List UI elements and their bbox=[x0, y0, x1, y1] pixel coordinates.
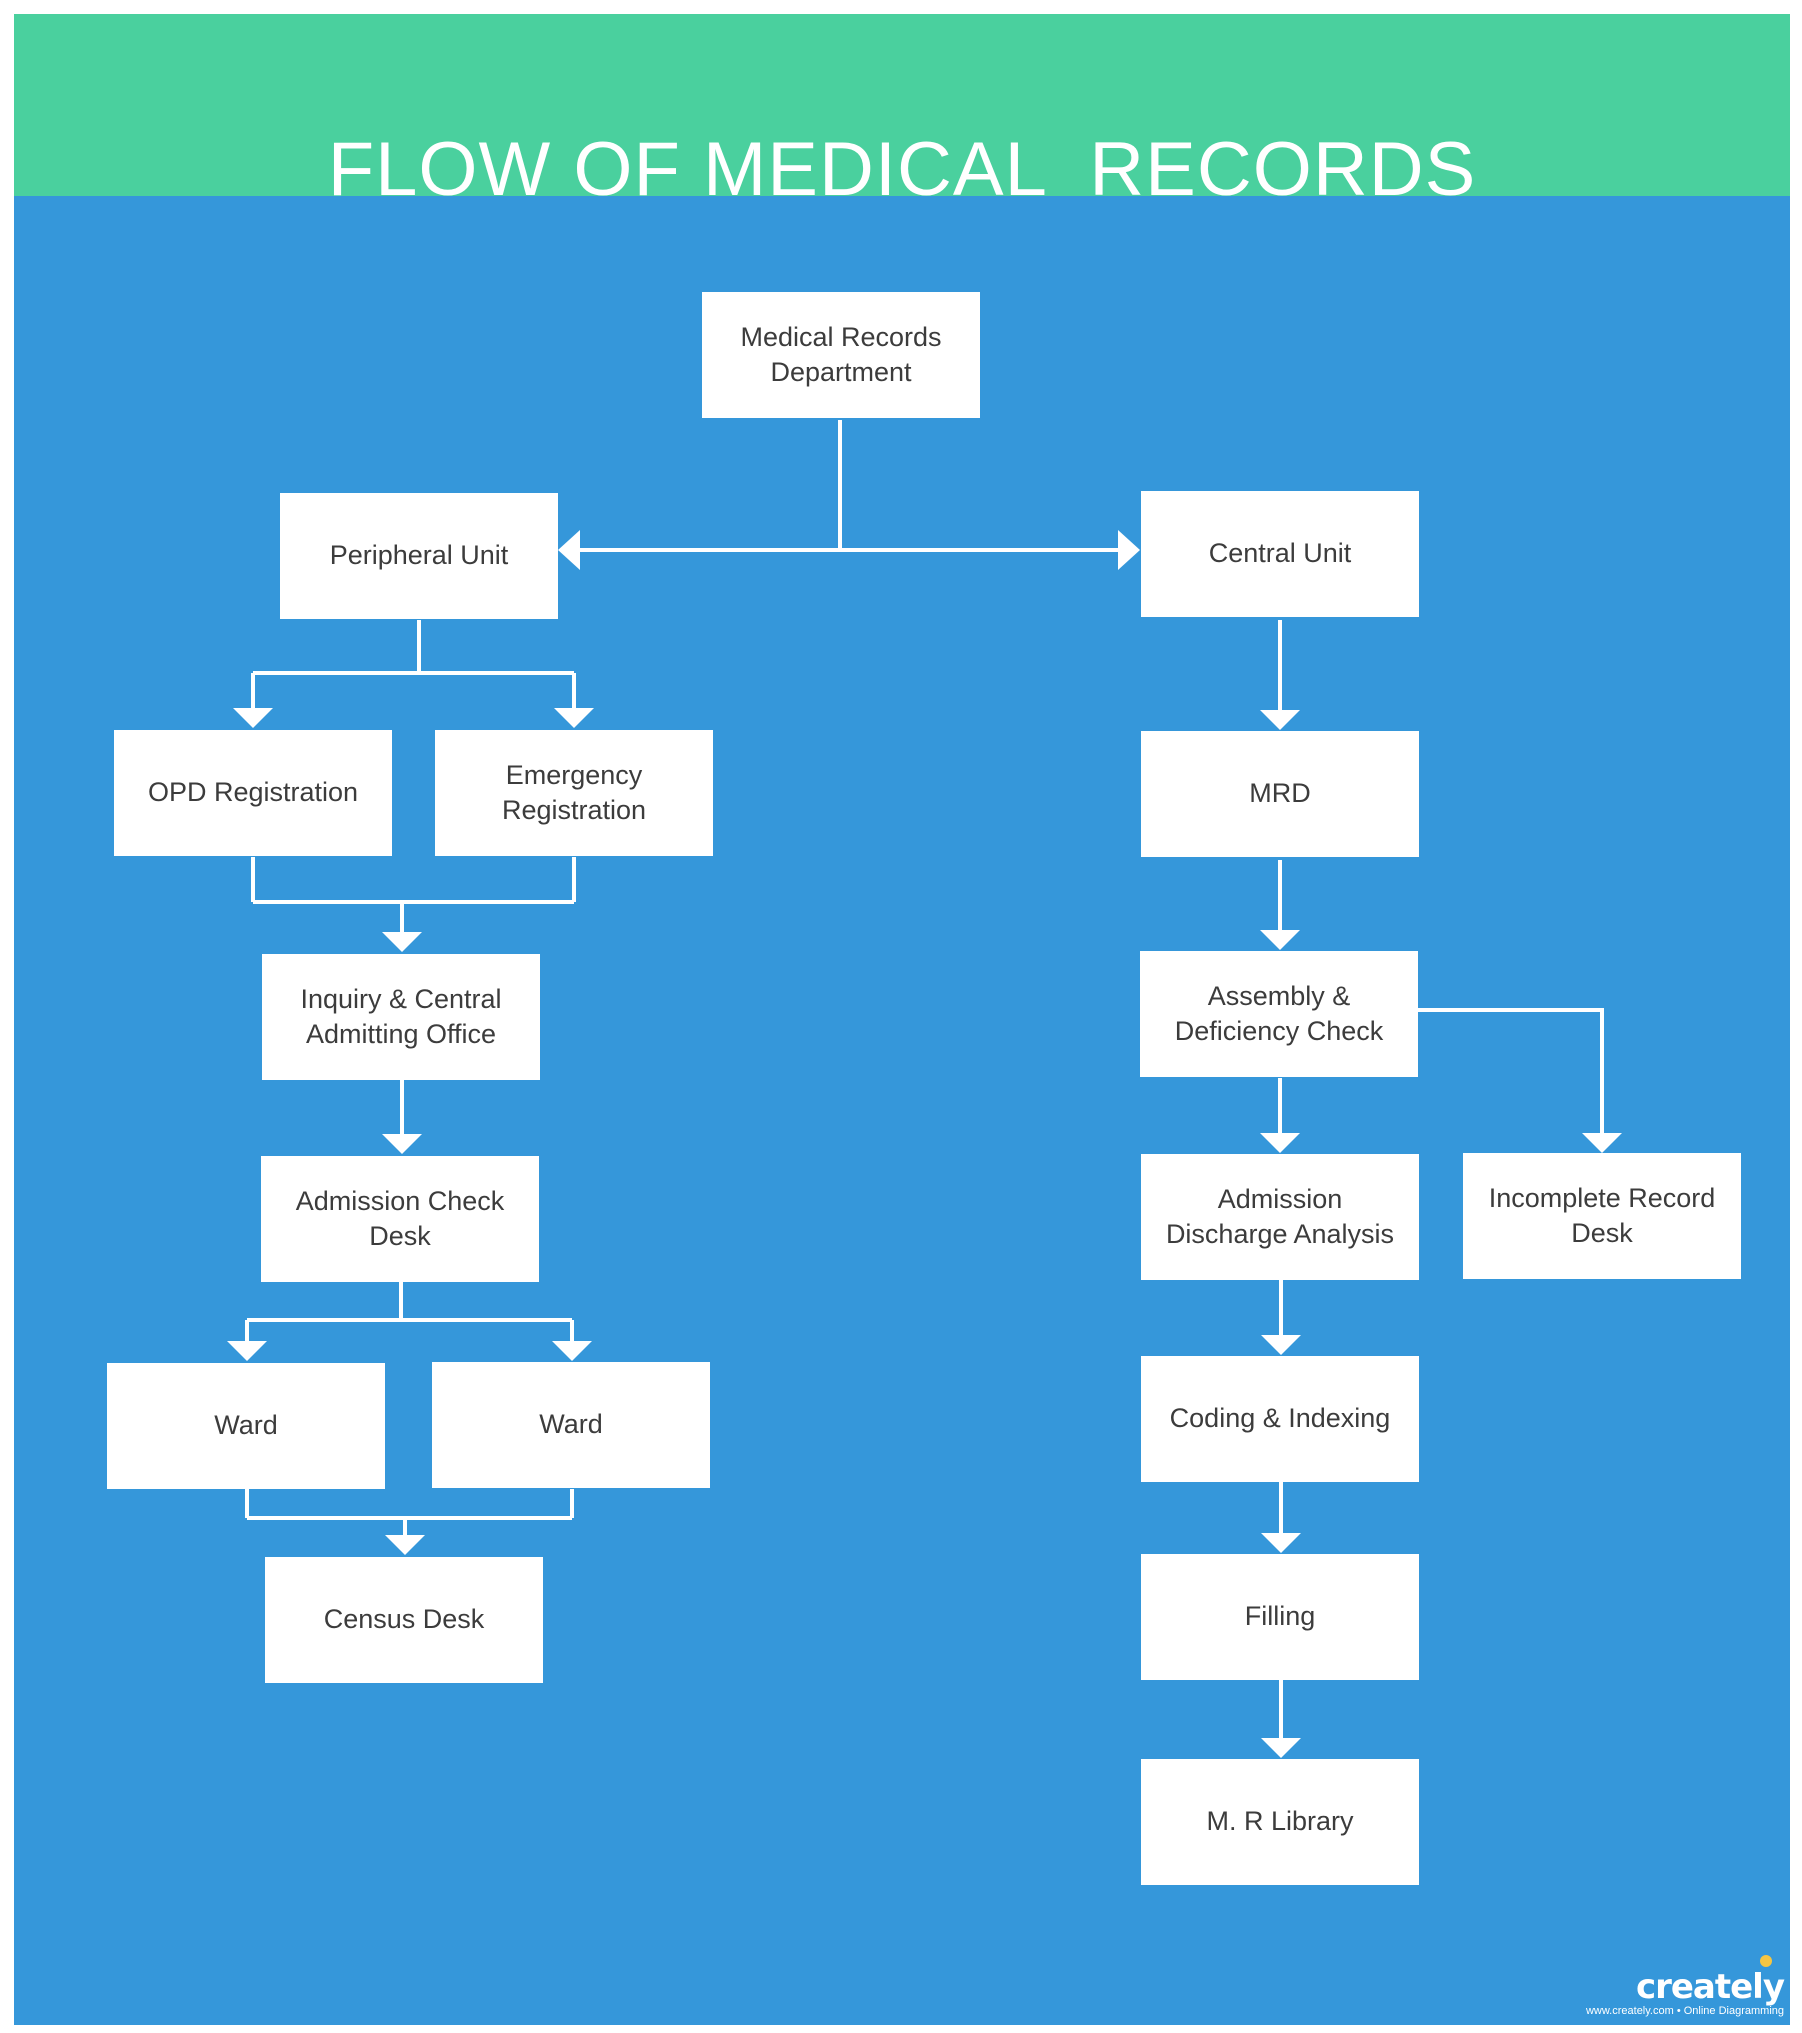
arrow-to-ward-right bbox=[552, 1341, 592, 1361]
logo-bulb-icon bbox=[1760, 1955, 1772, 1967]
arrow-to-ward-left bbox=[227, 1341, 267, 1361]
logo-tagline: www.creately.com • Online Diagramming bbox=[1585, 2005, 1784, 2017]
node-mrd: MRD bbox=[1141, 731, 1419, 857]
arrow-to-filling bbox=[1261, 1533, 1301, 1553]
creately-logo: creately www.creately.com • Online Diagr… bbox=[1585, 1955, 1785, 2017]
connector-peripheral-split bbox=[251, 620, 576, 708]
arrow-to-admission-check bbox=[382, 1134, 422, 1154]
node-ward-left: Ward bbox=[107, 1363, 385, 1489]
node-filling: Filling bbox=[1141, 1554, 1419, 1680]
arrow-to-opd bbox=[233, 708, 273, 728]
arrow-to-census bbox=[385, 1535, 425, 1555]
node-mr-library: M. R Library bbox=[1141, 1759, 1419, 1885]
arrow-to-mrd bbox=[1260, 710, 1300, 730]
arrow-to-library bbox=[1261, 1738, 1301, 1758]
connector-registration-merge bbox=[251, 857, 576, 932]
node-census-desk: Census Desk bbox=[265, 1557, 543, 1683]
node-coding-indexing: Coding & Indexing bbox=[1141, 1356, 1419, 1482]
arrow-to-coding bbox=[1261, 1335, 1301, 1355]
node-opd-registration: OPD Registration bbox=[114, 730, 392, 856]
arrow-to-emergency bbox=[554, 708, 594, 728]
node-central-unit: Central Unit bbox=[1141, 491, 1419, 617]
arrow-to-discharge bbox=[1260, 1133, 1300, 1153]
connector-ward-merge bbox=[245, 1489, 574, 1535]
connector-dept-split bbox=[580, 420, 1120, 552]
arrow-to-incomplete bbox=[1582, 1133, 1622, 1153]
node-ward-right: Ward bbox=[432, 1362, 710, 1488]
arrow-to-peripheral bbox=[558, 530, 580, 570]
connector-assembly-incomplete bbox=[1418, 1008, 1604, 1133]
arrow-to-inquiry bbox=[382, 932, 422, 952]
arrow-to-central bbox=[1118, 530, 1140, 570]
arrow-to-assembly bbox=[1260, 930, 1300, 950]
connector-admission-split bbox=[245, 1282, 574, 1341]
node-peripheral-unit: Peripheral Unit bbox=[280, 493, 558, 619]
logo-word: creately bbox=[1635, 1967, 1785, 2007]
node-assembly-deficiency-check: Assembly &Deficiency Check bbox=[1140, 951, 1418, 1077]
